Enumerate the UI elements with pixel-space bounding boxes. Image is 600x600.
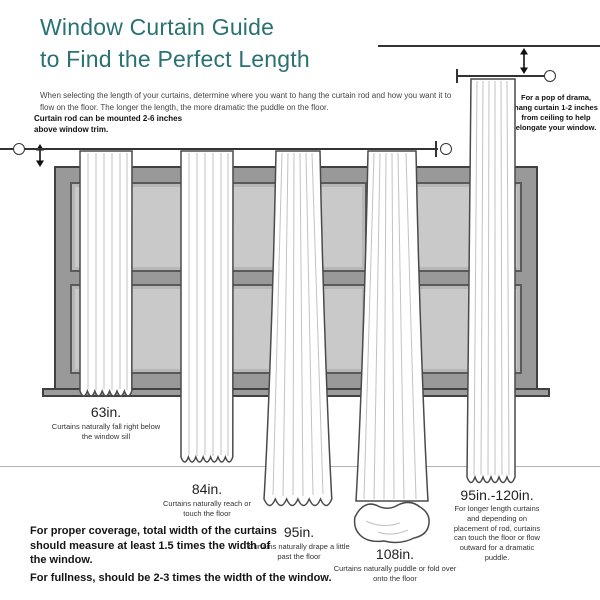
curtain-length-label: 95in. <box>283 524 315 540</box>
ceiling-line <box>378 45 600 47</box>
intro-text: When selecting the length of your curtai… <box>40 91 452 112</box>
drama-rod-finial <box>544 70 556 82</box>
page-title: Window Curtain Guide to Find the Perfect… <box>40 12 310 75</box>
ceiling-gap-arrow-icon <box>520 48 528 74</box>
curtain-95-illustration <box>263 150 333 507</box>
rod-finial-right <box>440 143 452 155</box>
curtain-length-label: 84in. <box>191 481 223 497</box>
rod-finial-left <box>13 143 25 155</box>
footer-fullness-text: For fullness, should be 2-3 times the wi… <box>30 572 332 584</box>
curtain-caption: Curtains naturally reach or touch the fl… <box>163 499 251 518</box>
curtain-length-label: 63in. <box>90 404 122 420</box>
curtain-caption: Curtains naturally puddle or fold over o… <box>333 564 457 583</box>
footer-coverage-text: For proper coverage, total width of the … <box>30 525 277 567</box>
page-title-line2: to Find the Perfect Length <box>40 45 310 72</box>
rod-bracket <box>435 141 437 157</box>
curtain-rod <box>0 148 438 150</box>
curtain-length-label: 95in.-120in. <box>460 487 534 503</box>
curtain-63-illustration <box>79 150 133 397</box>
curtain-95-120-illustration <box>466 78 516 484</box>
curtain-84-illustration <box>180 150 234 463</box>
drama-rod-bracket <box>456 69 458 83</box>
curtain-caption: Curtains naturally fall right below the … <box>51 422 161 441</box>
curtain-length-label: 108in. <box>375 546 415 562</box>
curtain-108-illustration <box>353 150 430 544</box>
drama-note: For a pop of drama, hang curtain 1-2 inc… <box>514 93 598 133</box>
curtain-caption: For longer length curtains and depending… <box>453 504 541 562</box>
page-title-line1: Window Curtain Guide <box>40 14 275 40</box>
drama-rod <box>456 75 544 77</box>
rod-mount-note: Curtain rod can be mounted 2-6 inches ab… <box>34 114 183 134</box>
curtain-caption: Curtains naturally drape a little past t… <box>248 542 350 561</box>
